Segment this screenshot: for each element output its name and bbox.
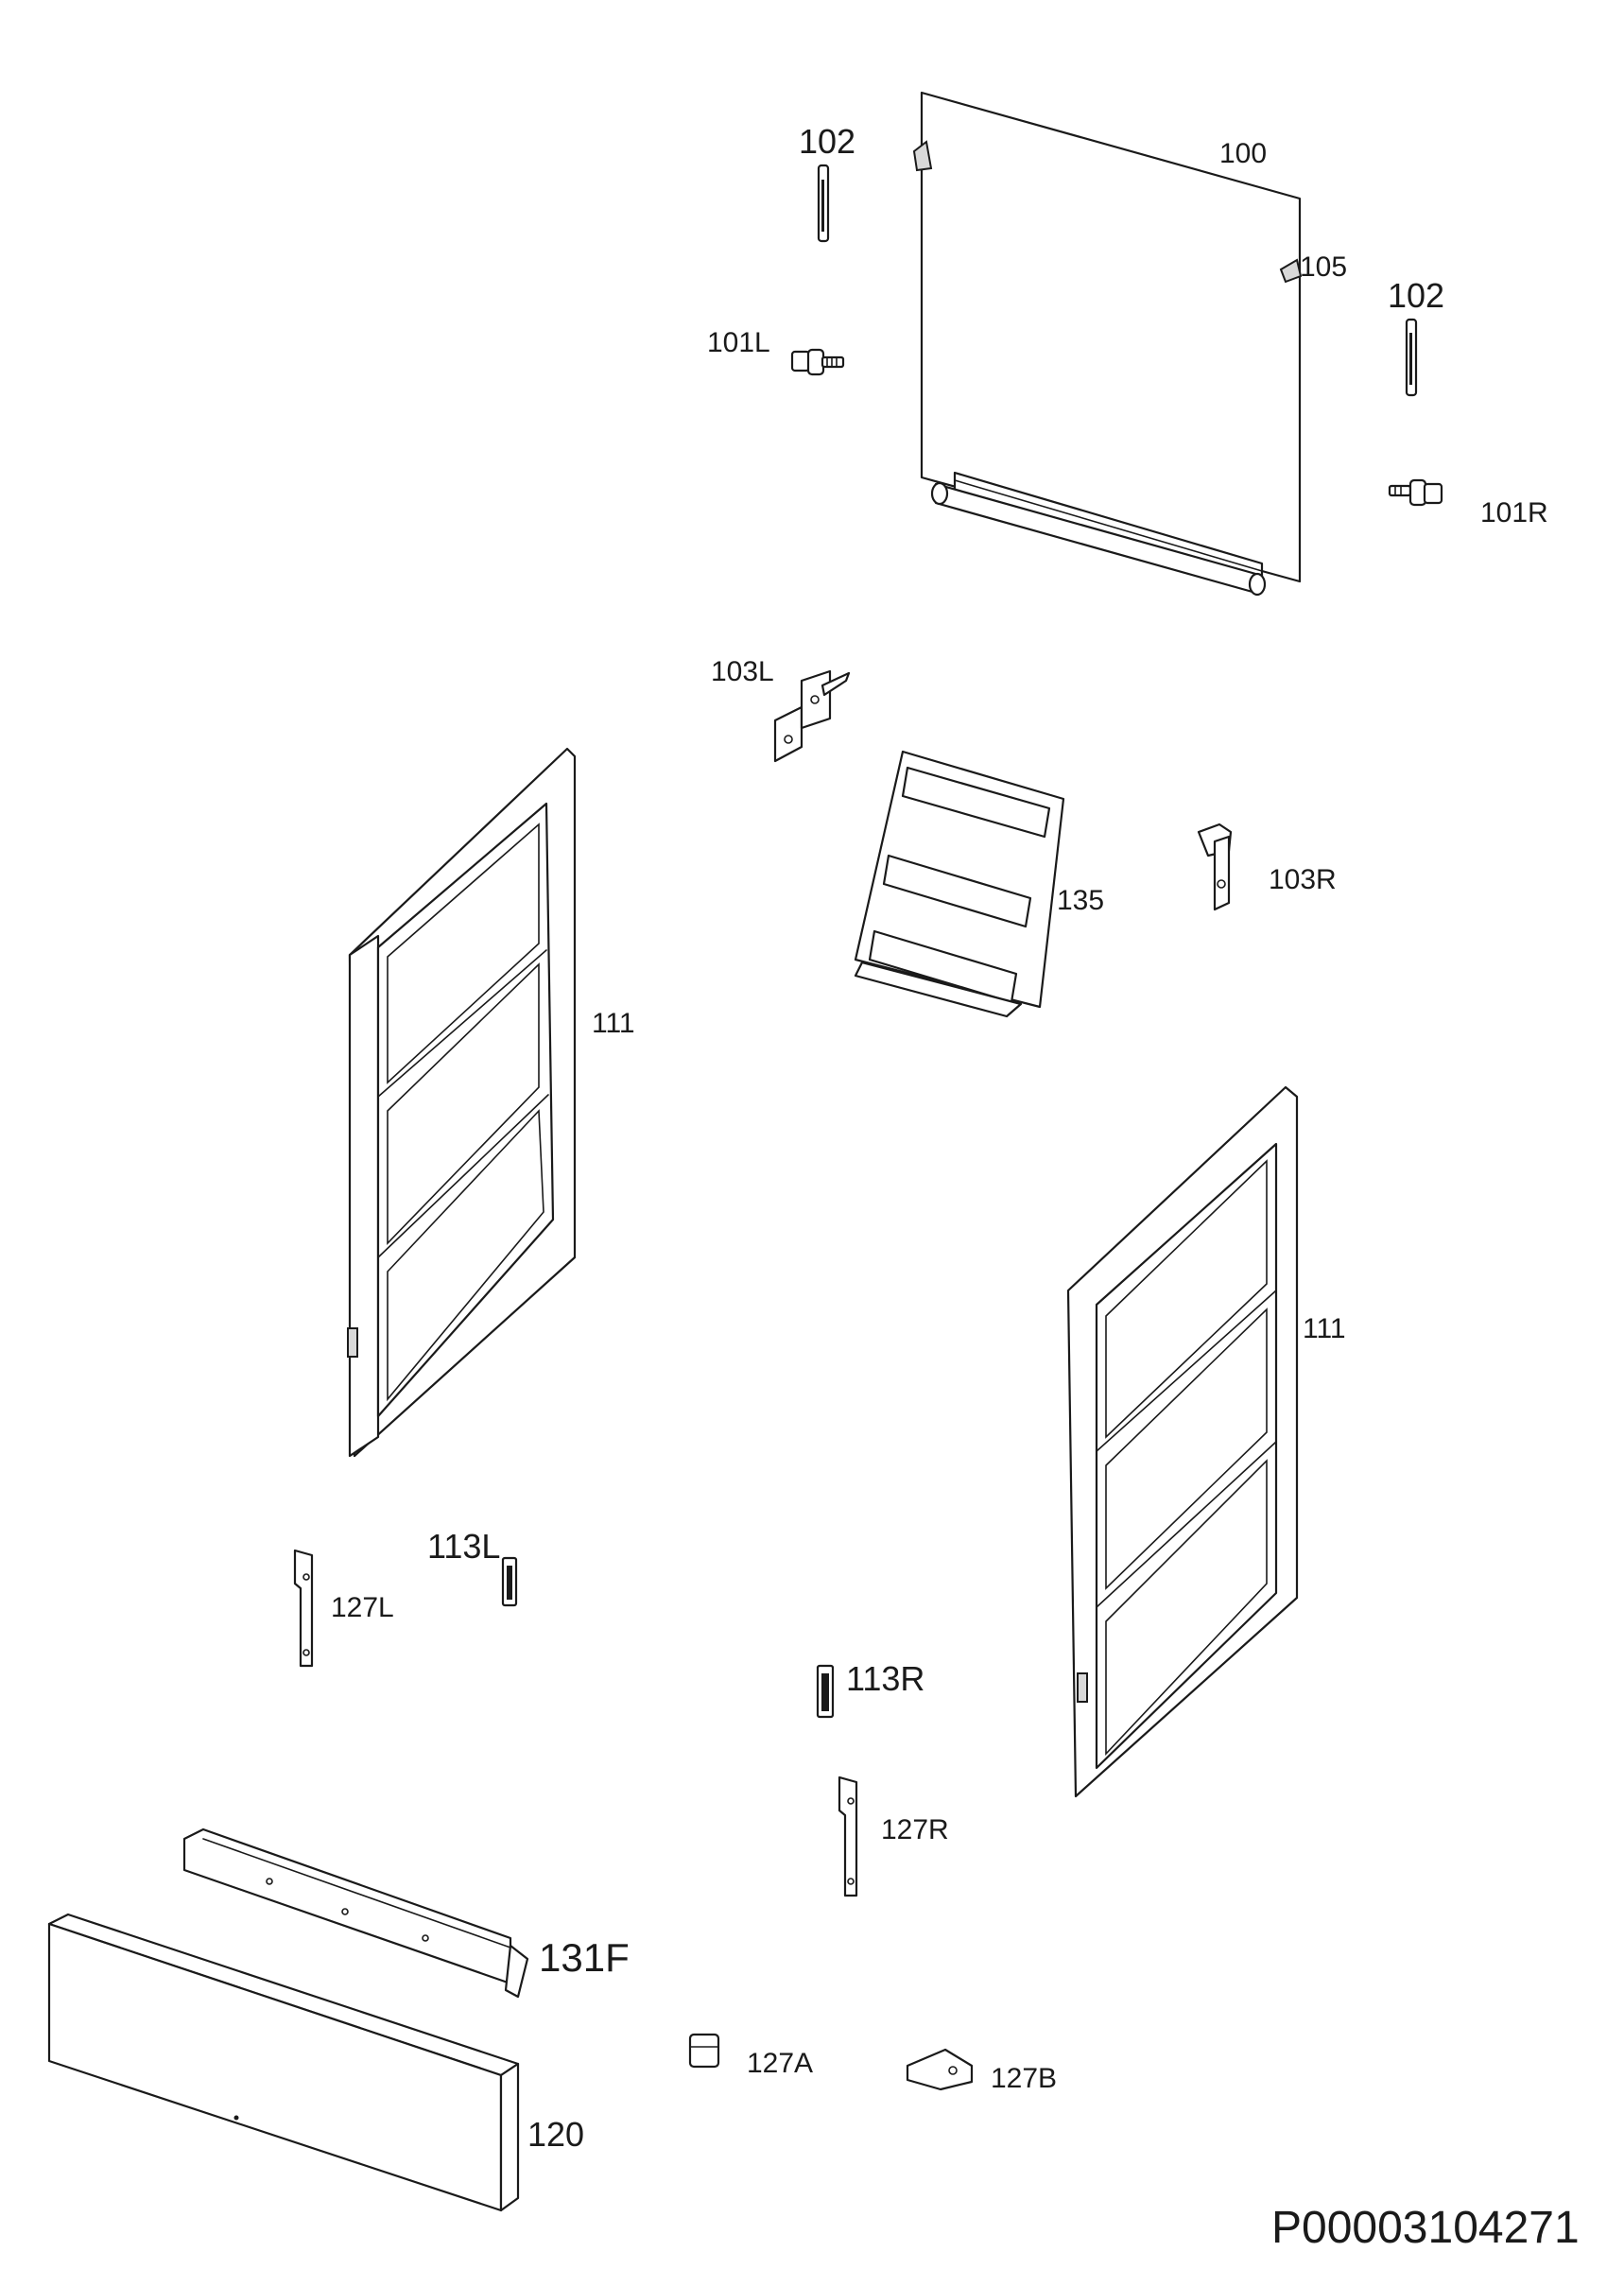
part-label-131F: 131F <box>539 1935 630 1980</box>
part-label-127A: 127A <box>747 2048 813 2079</box>
part-127A-cap <box>688 2033 720 2069</box>
part-101L-hinge-pin <box>790 348 845 376</box>
part-102-rod-right <box>1405 318 1418 397</box>
part-127R-strip <box>838 1775 858 1897</box>
part-label-113R: 113R <box>846 1659 924 1698</box>
part-101R-hinge-pin <box>1388 478 1443 507</box>
part-127B-angle <box>906 2048 974 2091</box>
part-label-105: 105 <box>1300 251 1347 283</box>
part-111-frame-left <box>347 747 577 1458</box>
part-100-panel <box>912 91 1303 597</box>
part-label-101R: 101R <box>1480 497 1548 528</box>
part-111-frame-right <box>1066 1085 1299 1798</box>
part-label-111-left: 111 <box>592 1008 635 1039</box>
part-135-vent-insert <box>854 750 1065 1018</box>
part-label-135: 135 <box>1057 885 1104 916</box>
part-label-111-right: 111 <box>1303 1313 1346 1344</box>
part-label-127R: 127R <box>881 1814 949 1845</box>
part-113L-latch <box>501 1556 518 1607</box>
part-102-rod-left <box>817 164 830 243</box>
part-label-127L: 127L <box>331 1592 394 1623</box>
part-label-120: 120 <box>527 2115 584 2154</box>
part-103L-bracket <box>773 669 851 763</box>
part-131F-rail <box>182 1827 529 1999</box>
part-label-101L: 101L <box>707 327 770 358</box>
part-113R-latch <box>816 1664 835 1719</box>
part-label-100: 100 <box>1219 138 1267 169</box>
part-label-103R: 103R <box>1269 864 1337 895</box>
part-label-113L: 113L <box>427 1527 500 1566</box>
part-label-103L: 103L <box>711 656 774 687</box>
part-label-127B: 127B <box>991 2063 1057 2094</box>
part-103R-bracket <box>1197 823 1233 911</box>
part-127L-strip <box>293 1549 314 1668</box>
part-120-plinth <box>47 1913 520 2212</box>
part-label-102-left: 102 <box>799 122 855 161</box>
part-label-102-right: 102 <box>1388 276 1444 315</box>
document-code: P00003104271 <box>1271 2203 1580 2253</box>
